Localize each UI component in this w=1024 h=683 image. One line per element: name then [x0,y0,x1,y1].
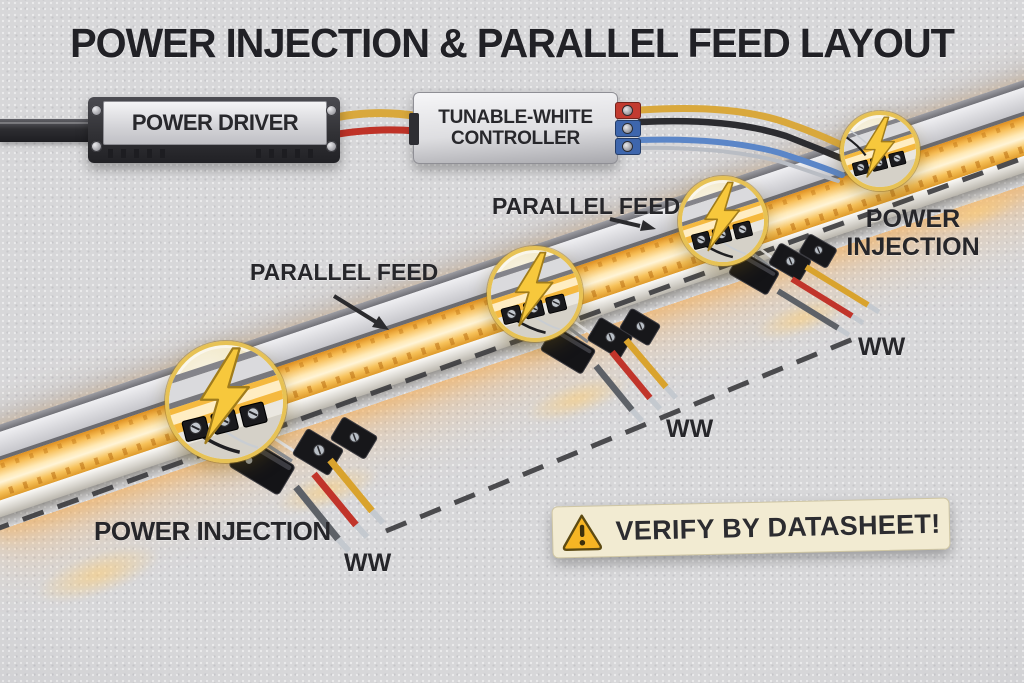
lightning-bolt-icon [863,116,896,178]
wire-connector-block [729,251,779,295]
injection-bundle-3 [729,234,881,338]
page-title: POWER INJECTION & PARALLEL FEED LAYOUT [70,20,955,66]
power-injection-label-top: POWER INJECTION [843,205,983,261]
terminal-red [615,102,641,119]
strip-terminal-blocks [691,220,753,250]
controller-input-terminal [409,113,419,145]
power-driver-box: POWER DRIVER [88,97,340,163]
screw-icon [91,105,102,116]
ww-label-top: WW [858,333,906,361]
injection-point-3 [678,176,768,266]
controller-label-line2: CONTROLLER [451,128,580,149]
injection-point-detail [844,115,916,187]
injection-point-2 [487,246,583,342]
ww-label-bottom: WW [344,549,392,577]
lightning-bolt-icon [514,251,554,327]
power-injection-top-line1: POWER [865,205,961,233]
wire-connector-block [799,234,837,268]
wire-connector-block [619,308,661,346]
parallel-feed-label-left: PARALLEL FEED [250,259,439,285]
driver-controller-wires [334,109,420,138]
mains-cable [0,119,92,142]
dashed-feed-line-upper [0,155,1024,531]
dashed-feed-line-lower [385,334,859,534]
injection-point-detail [491,250,579,338]
controller-strip-wires [636,105,860,183]
lightning-bolt-icon [704,181,741,252]
injection-point-detail [682,180,764,262]
terminal-blue [615,120,641,137]
screw-icon [326,141,337,152]
power-driver-label: POWER DRIVER [131,110,299,135]
wire-connector-block [769,243,811,281]
parallel-feed-label-mid: PARALLEL FEED [492,193,681,219]
arrow-icon [609,217,656,231]
screw-icon [91,141,102,152]
controller-label-line1: TUNABLE-WHITE [438,106,593,128]
warning-triangle-icon [563,514,603,551]
power-injection-top-line2: INJECTION [846,232,980,261]
power-driver-label-plate: POWER DRIVER [103,101,327,145]
injection-point-1 [165,341,287,463]
vent-slots [108,149,172,158]
injection-point-4 [840,111,920,191]
arrow-icon [332,294,389,330]
wire-connector-block [587,317,633,359]
warning-text: VERIFY BY DATASHEET! [615,508,941,546]
ww-label-middle: WW [666,415,714,443]
power-injection-label-bottom: POWER INJECTION [94,516,331,546]
controller-output-terminals [615,102,641,155]
screw-icon [326,105,337,116]
controller-box: TUNABLE-WHITE CONTROLLER [409,92,641,164]
vent-slots [256,149,320,158]
terminal-blue [615,138,641,155]
wire-connector-block [330,417,378,459]
warning-banner: VERIFY BY DATASHEET! [551,497,951,559]
injection-point-detail [169,345,283,459]
lightning-bolt-icon [199,347,250,445]
